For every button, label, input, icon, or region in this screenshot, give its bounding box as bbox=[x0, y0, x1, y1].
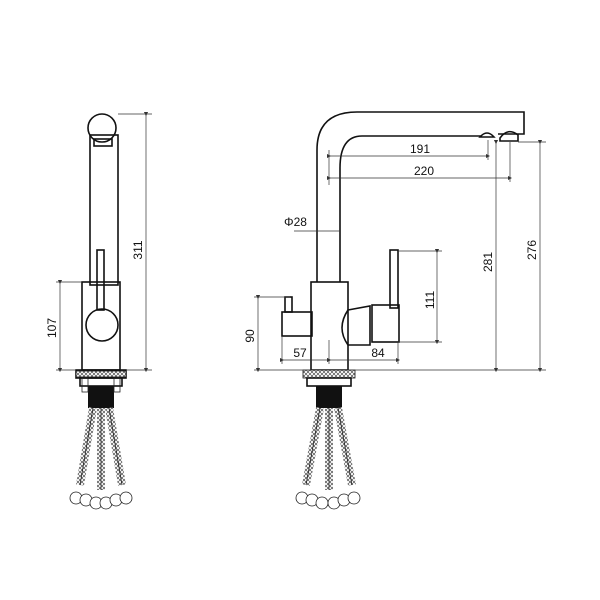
filter-outlet bbox=[478, 132, 496, 138]
dim-body-height: 107 bbox=[45, 318, 59, 338]
side-aerator bbox=[93, 138, 113, 147]
dim-right-offset: 84 bbox=[371, 346, 385, 360]
dim-small-handle-height: 90 bbox=[243, 329, 257, 343]
left-handle-body bbox=[281, 311, 313, 337]
front-hoses bbox=[295, 407, 361, 510]
right-handle-body bbox=[371, 304, 400, 343]
side-lever-knob bbox=[85, 308, 119, 342]
side-body bbox=[81, 281, 121, 371]
side-lever bbox=[96, 249, 105, 311]
right-cartridge bbox=[341, 305, 371, 346]
main-outlet bbox=[499, 130, 519, 142]
front-mount-nut bbox=[316, 386, 342, 408]
side-view: 311 107 bbox=[45, 111, 152, 510]
dim-total-height: 311 bbox=[131, 240, 145, 259]
dim-left-offset: 57 bbox=[293, 346, 307, 360]
dim-pipe-diameter: Φ28 bbox=[284, 215, 307, 229]
dim-spout-outer-reach: 220 bbox=[414, 164, 434, 178]
side-spout-head bbox=[87, 113, 117, 143]
dim-spout-inner-reach: 191 bbox=[410, 142, 430, 156]
front-view: 191 220 Φ28 281 276 111 90 57 84 bbox=[243, 111, 546, 510]
side-hoses bbox=[69, 407, 133, 510]
dim-filter-outlet-height: 281 bbox=[481, 252, 495, 272]
dim-main-outlet-height: 276 bbox=[525, 240, 539, 260]
dim-lever-height: 111 bbox=[423, 291, 437, 310]
front-spout bbox=[316, 111, 525, 282]
side-mount-nut bbox=[88, 386, 114, 408]
left-handle-lever bbox=[284, 296, 293, 313]
front-base-flange bbox=[302, 369, 356, 379]
right-lever bbox=[389, 249, 399, 309]
